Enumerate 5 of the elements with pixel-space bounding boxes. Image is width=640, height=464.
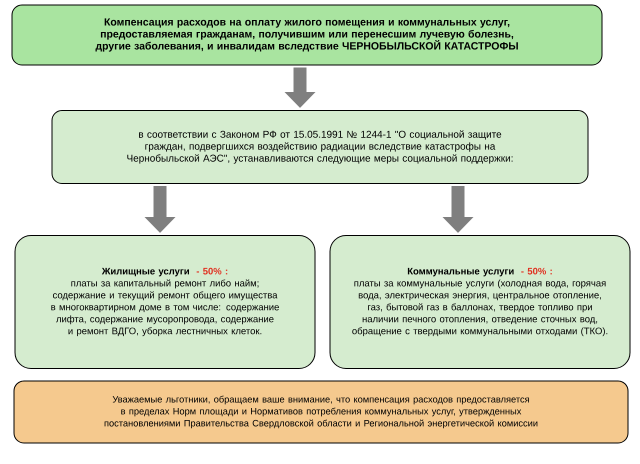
benefit-box: Жилищные услуги - 50% : платы за капитальный ремонт либо найм; содержание и текущий ремонт общего имущества в многоквартирном доме в том числе: содержание лифта, содержание мусоропровода, содержание и ремонт ВДГО, уборка лестничных клеток.: [14, 234, 316, 369]
title-box: Компенсация расходов на оплату жилого помещения и коммунальных услуг, предоставляемая гражданам, получившим или перенесшим лучевую болезнь, другие заболевания, и инвалидам вследствие ЧЕРНОБЫЛЬСКОЙ КАТАСТРОФЫ: [12, 4, 602, 66]
note-box: Уважаемые льготники, обращаем ваше внимание, что компенсация расходов предоставляется в пределах Норм площади и Нормативов потребления коммунальных услуг, утвержденных постановлениями Правительства Свердловской области и Региональной энергетической комиссии: [14, 380, 628, 444]
benefit-box: Коммунальные услуги - 50% : платы за коммунальные услуги (холодная вода, горячая вода, электрическая энергия, центральное отопление, газ, бытовой газ в баллонах, твердое топливо при наличии печного отопления, отведение сточных вод, обращение с твердыми коммунальными отходами (ТКО).: [330, 234, 630, 369]
law-box: в соответствии с Законом РФ от 15.05.1991 № 1244-1 "О социальной защите граждан, подвергшихся воздействию радиации вследствие катастрофы на Чернобыльской АЭС", устанавливаются следующие меры социальной поддержки:: [52, 110, 588, 184]
